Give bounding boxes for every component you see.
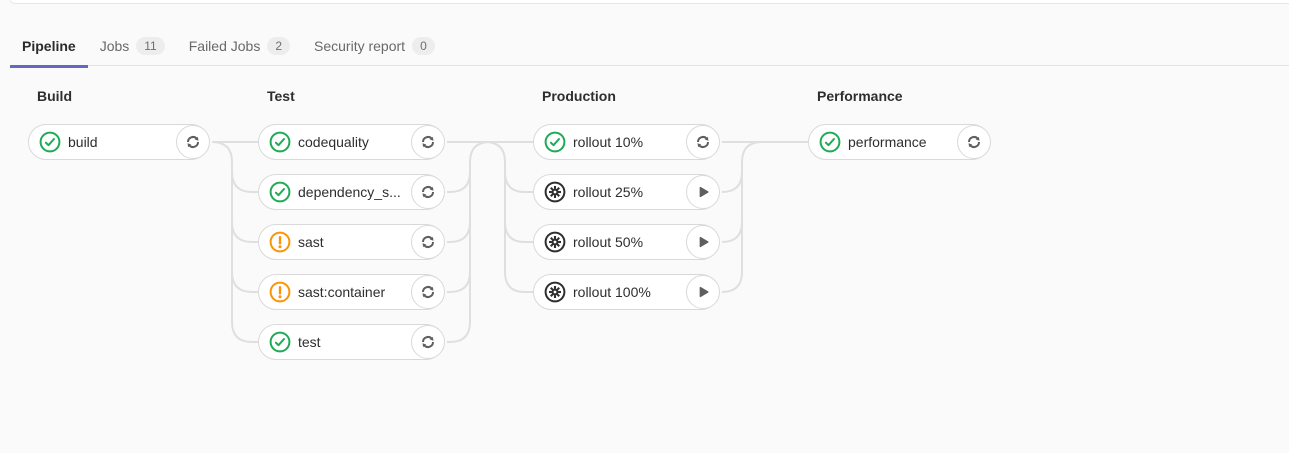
job-name-label: rollout 25% [573,184,644,200]
tab-pipeline[interactable]: Pipeline [10,27,88,68]
tab-security-report[interactable]: Security report 0 [302,27,447,68]
retry-button[interactable] [686,125,720,159]
tab-label: Pipeline [22,38,76,54]
tab-bar: Pipeline Jobs 11 Failed Jobs 2 Security repor… [10,27,447,68]
status-success-icon [819,131,841,153]
tab-label: Jobs [99,38,130,54]
job-rollout-25[interactable]: rollout 25% [533,174,720,210]
retry-button[interactable] [411,125,445,159]
tab-count-badge: 11 [136,37,165,55]
retry-icon [422,136,434,148]
retry-icon [422,186,434,198]
tab-failed-jobs[interactable]: Failed Jobs 2 [177,27,302,68]
tab-label: Failed Jobs [188,38,261,54]
tab-count-badge: 0 [412,37,435,55]
retry-button[interactable] [957,125,991,159]
job-name-label: rollout 50% [573,234,644,250]
retry-icon [422,236,434,248]
tab-count-badge: 2 [267,37,291,55]
job-performance[interactable]: performance [808,124,991,160]
job-dependency-s[interactable]: dependency_s... [258,174,445,210]
job-sast[interactable]: sast [258,224,445,260]
status-warning-icon [269,231,291,253]
tab-jobs[interactable]: Jobs 11 [88,27,177,68]
play-button[interactable] [686,275,720,309]
retry-button[interactable] [411,175,445,209]
job-sast-container[interactable]: sast:container [258,274,445,310]
job-name-label: build [68,134,98,150]
stage-title-test: Test [267,88,295,104]
job-test[interactable]: test [258,324,445,360]
tab-label: Security report [314,38,406,54]
job-name-label: test [298,334,321,350]
job-name-label: sast:container [298,284,386,300]
job-name-label: dependency_s... [298,184,401,200]
job-rollout-10[interactable]: rollout 10% [533,124,720,160]
status-manual-icon [544,181,566,203]
status-success-icon [544,131,566,153]
job-name-label: rollout 100% [573,284,651,300]
retry-button[interactable] [411,325,445,359]
job-rollout-50[interactable]: rollout 50% [533,224,720,260]
stage-title-build: Build [37,88,72,104]
retry-icon [422,336,434,348]
play-icon [699,236,709,248]
status-success-icon [269,181,291,203]
play-icon [699,286,709,298]
stage-title-performance: Performance [817,88,903,104]
retry-button[interactable] [411,275,445,309]
play-button[interactable] [686,175,720,209]
status-warning-icon [269,281,291,303]
play-icon [699,186,709,198]
status-success-icon [39,131,61,153]
retry-button[interactable] [411,225,445,259]
job-name-label: performance [848,134,927,150]
retry-icon [697,136,709,148]
status-success-icon [269,131,291,153]
status-manual-icon [544,231,566,253]
retry-icon [422,286,434,298]
job-build[interactable]: build [28,124,210,160]
status-success-icon [269,331,291,353]
job-name-label: rollout 10% [573,134,644,150]
retry-button[interactable] [176,125,210,159]
stage-title-production: Production [542,88,616,104]
status-manual-icon [544,281,566,303]
job-name-label: codequality [298,134,369,150]
tab-separator [10,65,1289,66]
job-codequality[interactable]: codequality [258,124,445,160]
play-button[interactable] [686,225,720,259]
retry-icon [968,136,980,148]
job-rollout-100[interactable]: rollout 100% [533,274,720,310]
job-name-label: sast [298,234,324,250]
retry-icon [187,136,199,148]
